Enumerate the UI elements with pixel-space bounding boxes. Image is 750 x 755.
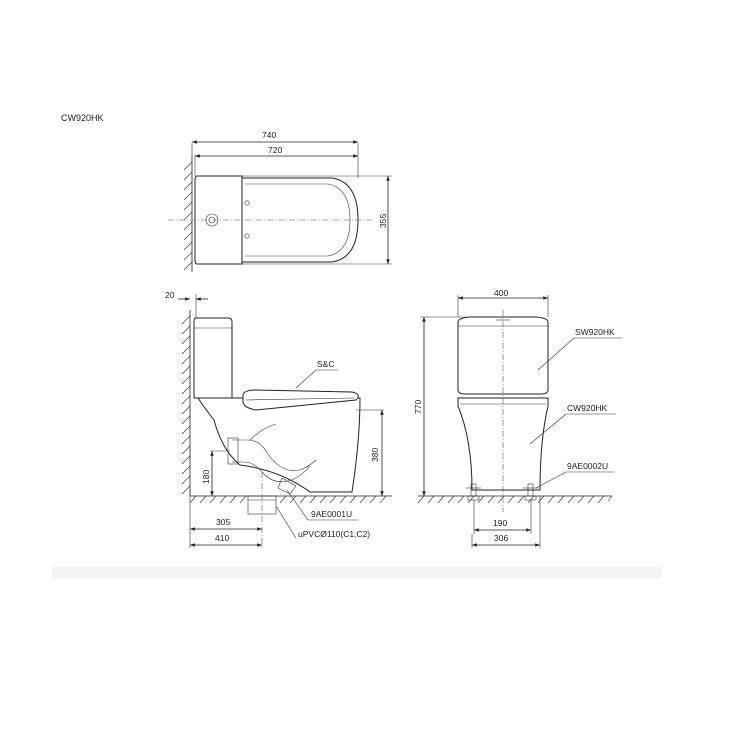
label-tank: SW920HK	[575, 327, 615, 337]
dim-tank-width: 400	[494, 288, 508, 298]
dim-overall-width: 740	[262, 130, 276, 140]
dim-base-width: 306	[494, 533, 508, 543]
label-seat: S&C	[317, 359, 334, 369]
trap-inlet	[249, 423, 277, 441]
side-view-tank	[193, 317, 233, 399]
dim-bolt-spacing: 190	[493, 518, 507, 528]
footer-strip	[52, 567, 662, 578]
side-view-wall-hatch	[181, 315, 191, 495]
top-view-tank	[194, 175, 243, 265]
dim-depth: 355	[378, 214, 388, 228]
trap-pipe-upper	[232, 439, 317, 471]
model-label: CW920HK	[61, 113, 104, 123]
label-bolt-kit: 9AE0002U	[567, 461, 608, 471]
side-view-seat	[242, 389, 359, 411]
dim-rough-in: 305	[216, 517, 230, 527]
side-view-bowl	[197, 397, 361, 493]
top-view-hinge-top	[244, 200, 250, 206]
bolt-left-icon	[466, 483, 481, 501]
top-view-hinge-bottom	[244, 233, 250, 239]
dim-total-depth: 410	[215, 533, 229, 543]
side-view: 20 380 180 305 410 S&C 9AE0001U uPVCØ110…	[165, 290, 392, 548]
front-view-floor-hatch	[417, 495, 613, 504]
front-view: 400 770 190 306 SW920HK CW920HK 9AE0002U	[413, 288, 622, 548]
dim-wall-gap: 20	[165, 290, 175, 300]
top-view: 740 720 355	[168, 130, 392, 272]
dim-seat-height: 380	[370, 448, 380, 462]
label-pipe: uPVCØ110(C1,C2)	[298, 529, 370, 539]
dim-bowl-width: 720	[268, 145, 282, 155]
side-view-floor-hatch	[189, 495, 387, 504]
trap-pipe-lower	[232, 461, 311, 483]
label-bowl: CW920HK	[567, 403, 607, 413]
label-fitting: 9AE0001U	[311, 509, 352, 519]
bolt-right-icon	[523, 483, 538, 501]
top-view-wall-hatch	[183, 161, 193, 271]
dim-outlet-height: 180	[201, 470, 211, 484]
dim-total-height: 770	[413, 400, 423, 414]
